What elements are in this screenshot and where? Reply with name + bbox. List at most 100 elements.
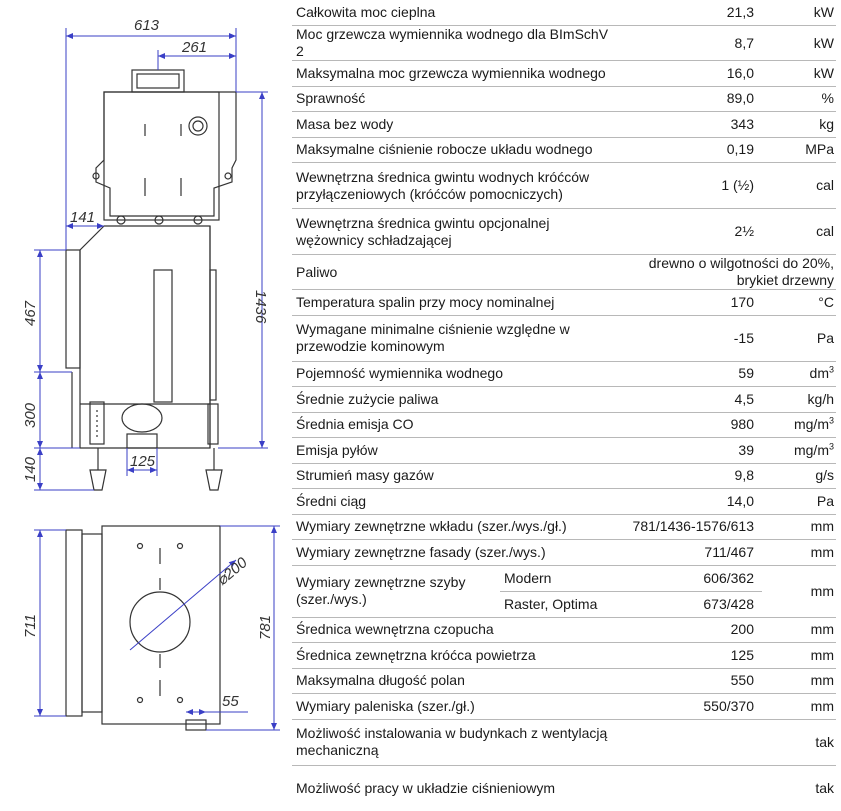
spec-unit: mm [762, 642, 836, 668]
dimension-lines [34, 28, 280, 731]
spec-unit: mm [762, 564, 836, 617]
spec-value: -15 [622, 314, 762, 361]
front-view [65, 69, 237, 491]
spec-unit: Pa [762, 314, 836, 361]
spec-value: 673/428 [622, 590, 762, 617]
spec-value: 8,7 [622, 25, 762, 61]
spec-label: Paliwo [292, 254, 622, 290]
dim-125: 125 [130, 453, 156, 470]
spec-value: 980 [622, 411, 762, 438]
spec-label: Średnie zużycie paliwa [292, 386, 622, 412]
spec-label: Temperatura spalin przy mocy nominalnej [292, 289, 622, 315]
spec-value: 170 [622, 289, 762, 315]
spec-label: Średnica zewnętrzna króćca powietrza [292, 642, 622, 668]
spec-value: drewno o wilgotności do 20%, brykiet drz… [622, 254, 836, 290]
spec-unit: cal [762, 162, 836, 209]
spec-value: 343 [622, 111, 762, 137]
dim-1436: 1436 [252, 290, 269, 324]
dim-141: 141 [70, 209, 95, 226]
spec-label: Maksymalne ciśnienie robocze układu wodn… [292, 136, 622, 163]
dim-613: 613 [134, 17, 160, 34]
spec-value: 606/362 [622, 564, 762, 591]
spec-value: 4,5 [622, 386, 762, 412]
spec-value: 781/1436-1576/613 [622, 513, 762, 540]
spec-label: Wymiary zewnętrzne szyby (szer./wys.) [296, 574, 466, 607]
spec-unit: mm [762, 693, 836, 719]
dim-diameter-200: ⌀200 [214, 554, 252, 589]
spec-value: 0,19 [622, 136, 762, 163]
spec-label: Wewnętrzna średnica gwintu wodnych króćc… [292, 162, 622, 209]
spec-unit: kg [762, 111, 836, 137]
spec-value: 39 [622, 437, 762, 463]
spec-value: 16,0 [622, 60, 762, 86]
spec-unit: kW [813, 4, 834, 20]
spec-row: Wymagane minimalne ciśnienie względne w … [292, 314, 836, 361]
spec-value: 59 [622, 360, 762, 387]
dim-711: 711 [22, 614, 39, 638]
spec-unit: g/s [762, 462, 836, 489]
spec-unit: MPa [762, 136, 836, 163]
spec-unit: tak [762, 718, 836, 765]
spec-unit: kW [762, 60, 836, 86]
spec-label: Wymiary zewnętrzne fasady (szer./wys.) [292, 539, 622, 565]
spec-value: 14,0 [622, 488, 762, 514]
spec-label: Możliwość instalowania w budynkach z wen… [292, 718, 622, 765]
spec-label: Możliwość pracy w układzie ciśnieniowym [292, 764, 622, 811]
spec-row: Moc grzewcza wymiennika wodnego dla BImS… [292, 25, 836, 61]
spec-row: Możliwość instalowania w budynkach z wen… [292, 718, 836, 765]
spec-label: Strumień masy gazów [292, 462, 622, 489]
dim-140: 140 [22, 456, 39, 482]
spec-unit: mg/m3 [762, 411, 836, 438]
dim-781: 781 [257, 615, 274, 640]
spec-value: 550 [622, 667, 762, 694]
spec-value: 550/370 [622, 693, 762, 719]
spec-value: 89,0 [622, 85, 762, 112]
spec-value: 125 [622, 642, 762, 668]
spec-unit: mm [762, 616, 836, 643]
spec-label: Średnica wewnętrzna czopucha [292, 616, 622, 643]
spec-sublabel: Modern [504, 569, 552, 586]
spec-label: Sprawność [292, 85, 622, 112]
unit-superscript: 3 [828, 364, 834, 375]
spec-unit: °C [762, 289, 836, 315]
spec-row: Wymiary zewnętrzne szyby (szer./wys.) Mod… [292, 564, 836, 617]
spec-sublabel: Raster, Optima [500, 590, 622, 617]
spec-label: Moc grzewcza wymiennika wodnego dla BImS… [292, 25, 622, 61]
spec-unit: mm [762, 513, 836, 540]
spec-unit: % [762, 85, 836, 112]
spec-label: Wymagane minimalne ciśnienie względne w … [292, 314, 622, 361]
spec-row: 673/428 [292, 590, 836, 617]
spec-unit: dm3 [762, 360, 836, 387]
spec-unit: kW [762, 25, 836, 61]
spec-value: 1 (½) [622, 162, 762, 209]
spec-label: Wewnętrzna średnica gwintu opcjonalnej w… [292, 208, 622, 255]
spec-value: 2½ [622, 208, 762, 255]
spec-unit: cal [762, 208, 836, 255]
spec-value: 21,3 [726, 4, 754, 20]
spec-row: Maksymalna moc grzewcza wymiennika wodne… [292, 60, 836, 86]
technical-drawing: 613 261 141 1436 467 300 140 125 711 781… [22, 17, 280, 731]
spec-unit: mg/m3 [762, 437, 836, 463]
spec-unit: kg/h [762, 386, 836, 412]
unit-superscript: 3 [828, 415, 834, 426]
spec-label: Masa bez wody [292, 111, 622, 137]
spec-label: Emisja pyłów [292, 437, 622, 463]
unit-superscript: 3 [828, 441, 834, 452]
spec-value: 711/467 [622, 539, 762, 565]
spec-value [622, 764, 762, 811]
spec-value: 200 [622, 616, 762, 643]
spec-row: Maksymalne ciśnienie robocze układu wodn… [292, 136, 836, 163]
dim-55: 55 [222, 693, 239, 710]
